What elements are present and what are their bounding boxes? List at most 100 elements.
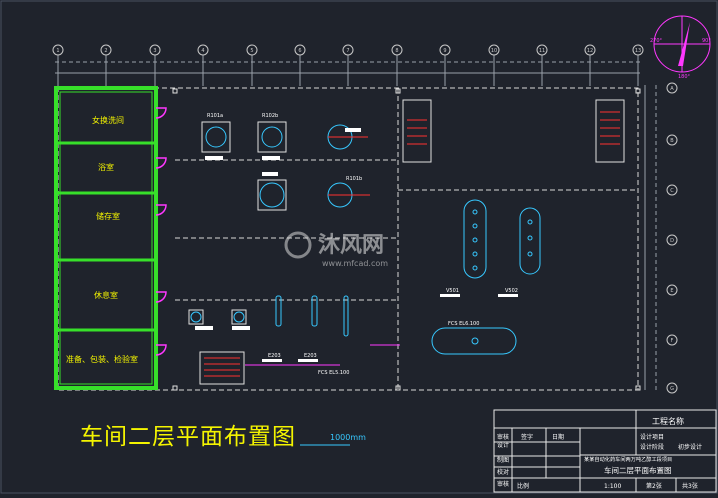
axis-label-top: 5 [250, 48, 253, 54]
room-label-0: 女换洗间 [92, 115, 124, 125]
tank-round-2: R101b [327, 176, 370, 208]
axis-bubble-top [632, 44, 644, 56]
axis-label-right: B [670, 138, 674, 144]
label-r101b: R101b [346, 176, 362, 182]
axis-bubble-right [666, 82, 678, 94]
axis-bubble-right [666, 234, 678, 246]
axis-bubble-right [666, 184, 678, 196]
label-v501: V501 [446, 288, 459, 294]
axis-bubble-top [391, 44, 403, 56]
watermark-url: www.mfcad.com [322, 259, 388, 268]
axis-label-right: G [670, 386, 674, 392]
compass-90: 90° [702, 38, 711, 44]
compass-180: 180° [678, 74, 691, 80]
lower-labels: E203 E203 FCS EL5.100 [262, 353, 349, 376]
label-fcs: FCS EL6.100 [448, 321, 479, 327]
columns-small [275, 295, 349, 337]
axis-bubble-top [439, 44, 451, 56]
tb-project-desc: 某某自动化药车间两万吨乙醇工段项目 [584, 455, 672, 463]
right-axis [644, 85, 657, 390]
stairs-3 [199, 351, 245, 385]
label-r102b: R102b [262, 113, 278, 119]
drawing-title: 车间二层平面布置图 [80, 424, 296, 450]
label-fcs2: FCS EL5.100 [318, 370, 349, 376]
axis-label-top: 1 [56, 48, 59, 54]
compass: 270° 90° 180° [650, 15, 711, 80]
reactor-r102b: R102b [257, 113, 287, 160]
axis-bubble-right [666, 382, 678, 394]
axis-bubble-top [149, 44, 161, 56]
axis-label-top: 12 [587, 48, 593, 54]
axis-label-right: C [670, 188, 674, 194]
axis-bubble-top [342, 44, 354, 56]
horizontal-tank: FCS EL6.100 [431, 321, 517, 355]
axis-bubble-top [246, 44, 258, 56]
axis-bubble-right [666, 284, 678, 296]
watermark-brand: 沐风网 [318, 233, 384, 258]
axis-bubble-top [197, 44, 209, 56]
room-label-4: 准备、包装、检验室 [66, 354, 138, 364]
axis-bubble-top [100, 44, 112, 56]
tb-date-header: 日期 [552, 433, 564, 441]
tb-design-project: 设计项目 [640, 433, 664, 441]
axis-bubble-top [52, 44, 64, 56]
axis-label-top: 4 [201, 48, 204, 54]
axis-bubble-top [584, 44, 596, 56]
reactor-r101b-left [257, 172, 287, 211]
compass-270: 270° [650, 38, 663, 44]
rooms-block [54, 86, 158, 390]
label-e203b: E203 [304, 353, 317, 359]
title-block [493, 409, 717, 493]
scale-note: 1000mm [330, 433, 366, 442]
label-r101a: R101a [207, 113, 223, 119]
room-labels: 女换洗间 浴室 储存室 休息室 准备、包装、检验室 [66, 115, 138, 364]
axis-label-top: 10 [491, 48, 497, 54]
tb-total: 共3张 [682, 482, 698, 490]
tb-role-3: 校对 [497, 468, 509, 476]
column-markers [172, 88, 641, 391]
stairs-1 [402, 99, 432, 163]
scale-bar: 1000mm [300, 433, 366, 446]
title-block-text: 工程名称 设计项目 设计阶段 初步设计 审核 设计 制图 校对 审核 签字 日期… [497, 416, 702, 490]
axis-bubble-top [488, 44, 500, 56]
leaders [245, 344, 400, 366]
tb-scale-value: 1:100 [604, 483, 621, 490]
tb-role-2: 制图 [497, 456, 509, 464]
axis-bubble-right [666, 134, 678, 146]
tb-stage-value: 初步设计 [678, 443, 702, 451]
tank-round-1 [327, 124, 368, 150]
tb-role-4: 审核 [497, 480, 509, 488]
axis-label-top: 11 [539, 48, 545, 54]
tb-role-1: 设计 [497, 441, 509, 449]
stairs-2 [595, 99, 625, 163]
reactor-r101a: R101a [201, 113, 231, 160]
pump-right [231, 309, 250, 330]
tb-drawing-name: 车间二层平面布置图 [604, 465, 672, 475]
axis-label-right: E [670, 288, 673, 294]
vessel-v501: V501 [440, 199, 487, 297]
label-e203a: E203 [268, 353, 281, 359]
axis-bubble-top [536, 44, 548, 56]
room-label-1: 浴室 [98, 162, 114, 172]
axis-label-top: 3 [153, 48, 156, 54]
tb-role-0: 审核 [497, 433, 509, 441]
axis-label-right: D [670, 238, 674, 244]
pump-left [188, 309, 213, 330]
vessel-v502: V502 [498, 207, 541, 297]
axis-label-top: 7 [346, 48, 349, 54]
label-v502: V502 [505, 288, 518, 294]
room-label-2: 储存室 [96, 211, 120, 221]
axis-bubble-top [294, 44, 306, 56]
axis-label-top: 8 [395, 48, 398, 54]
tb-sheet: 第2张 [646, 482, 662, 490]
axis-label-top: 2 [104, 48, 107, 54]
axis-label-top: 6 [298, 48, 301, 54]
room-label-3: 休息室 [94, 290, 118, 300]
tb-design-stage: 设计阶段 [640, 443, 664, 451]
watermark: 沐风网 www.mfcad.com [284, 231, 388, 268]
